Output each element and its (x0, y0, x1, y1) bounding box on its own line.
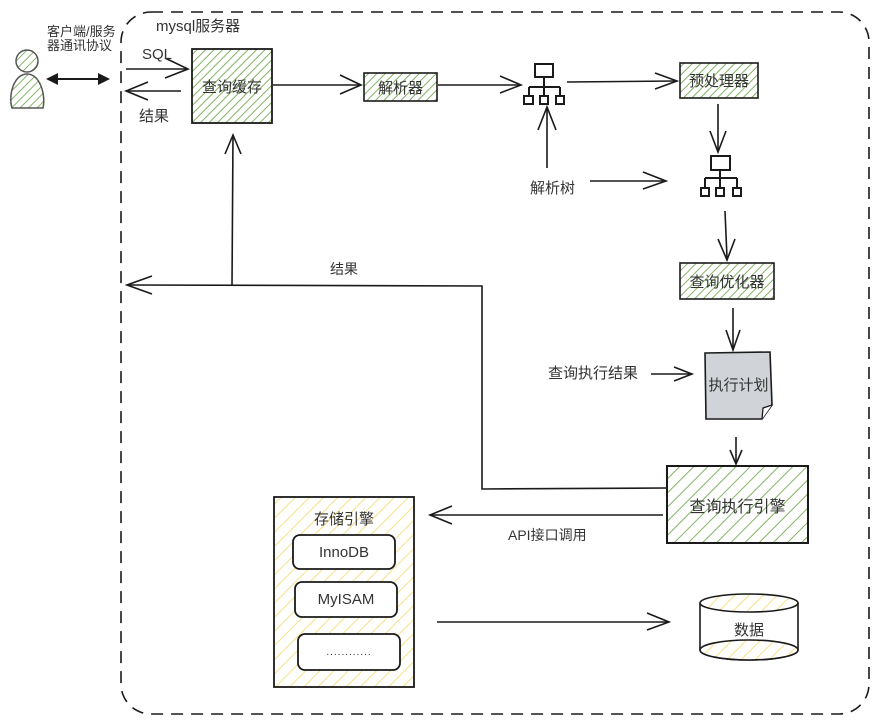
engine-myisam-box[interactable] (294, 581, 398, 618)
data-cylinder[interactable] (699, 593, 799, 661)
parser-box[interactable] (363, 72, 438, 102)
result-label: 结果 (330, 261, 358, 277)
protocol-double-arrow (46, 73, 110, 85)
execution-engine-box[interactable] (666, 465, 809, 544)
execution-engine-label: 查询执行引擎 (689, 498, 786, 516)
engine-myisam-label: MyISAM (317, 591, 375, 608)
preprocessor-to-tree-arrow (709, 104, 727, 155)
plan-to-engine-arrow (729, 437, 743, 467)
engine-more-label: ............ (326, 646, 372, 658)
client-result-label: 结果 (139, 108, 170, 125)
exec-result-to-plan-arrow (651, 366, 695, 382)
mysql-server-boundary (120, 11, 870, 715)
optimizer-to-plan-arrow (725, 308, 741, 353)
optimizer-label: 查询优化器 (689, 273, 765, 291)
storage-to-data-arrow (437, 612, 672, 631)
sql-label: SQL (142, 46, 173, 63)
sql-arrow (126, 57, 191, 79)
preprocessor-label: 预处理器 (688, 73, 749, 90)
parse-tree-label: 解析树 (530, 180, 576, 197)
query-cache-label: 查询缓存 (201, 78, 262, 96)
query-exec-result-label: 查询执行结果 (548, 365, 639, 382)
storage-engine-title: 存储引擎 (313, 510, 374, 528)
parser-to-tree-arrow (438, 75, 524, 94)
data-label: 数据 (733, 621, 764, 639)
validated-parse-tree-icon (700, 155, 742, 197)
protocol-label: 客户端/服务器通讯协议 (47, 24, 116, 53)
tree-to-preprocessor-arrow (566, 72, 680, 90)
execution-plan-document[interactable] (704, 351, 773, 420)
client-user-icon (10, 49, 45, 109)
preprocessor-box[interactable] (679, 62, 759, 99)
query-cache-box[interactable] (191, 48, 273, 124)
result-return-path (124, 132, 667, 490)
tree-to-optimizer-arrow (717, 210, 736, 263)
parse-tree-icon (523, 63, 565, 105)
cache-result-arrow (123, 81, 181, 101)
parser-label: 解析器 (377, 79, 423, 97)
engine-innodb-label: InnoDB (318, 543, 370, 561)
execution-plan-label: 执行计划 (708, 376, 769, 394)
server-title: mysql服务器 (156, 18, 241, 35)
cache-to-parser-arrow (273, 74, 363, 95)
optimizer-box[interactable] (679, 262, 775, 300)
api-call-arrow (427, 505, 663, 525)
parse-tree-label-arrow (537, 104, 557, 168)
api-call-label: API接口调用 (508, 527, 587, 543)
parse-tree-to-tree2-arrow (590, 171, 669, 190)
engine-innodb-box[interactable] (292, 534, 396, 570)
engine-more-box[interactable] (297, 633, 401, 671)
